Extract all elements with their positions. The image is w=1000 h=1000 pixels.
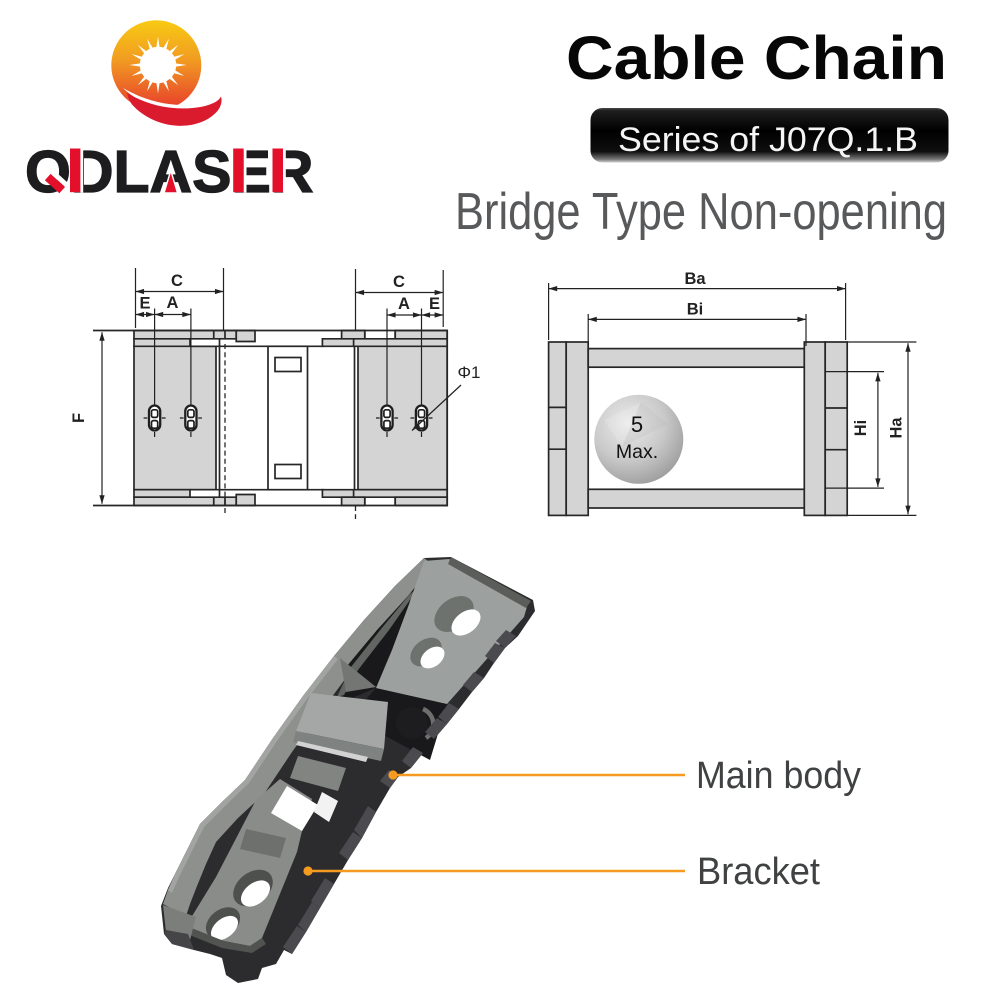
svg-text:C: C xyxy=(171,272,183,290)
svg-text:Ha: Ha xyxy=(888,417,906,439)
svg-text:E: E xyxy=(139,295,150,313)
svg-text:F: F xyxy=(70,413,88,423)
svg-text:Max.: Max. xyxy=(616,441,658,463)
svg-text:Hi: Hi xyxy=(852,420,870,437)
svg-text:A: A xyxy=(167,294,179,312)
svg-text:Bi: Bi xyxy=(687,301,704,319)
svg-text:Cable Chain: Cable Chain xyxy=(566,24,947,92)
svg-text:C: C xyxy=(393,273,405,291)
svg-text:Bracket: Bracket xyxy=(697,851,820,893)
svg-text:Series of J07Q.1.B: Series of J07Q.1.B xyxy=(618,121,918,159)
svg-text:Φ1: Φ1 xyxy=(457,363,480,382)
svg-text:5: 5 xyxy=(631,412,643,437)
svg-text:Main body: Main body xyxy=(696,755,861,797)
svg-text:A: A xyxy=(398,295,410,313)
svg-text:E: E xyxy=(429,295,440,313)
svg-text:Ba: Ba xyxy=(684,270,706,288)
svg-text:Bridge Type Non-opening: Bridge Type Non-opening xyxy=(455,183,947,241)
svg-text:ODLASER: ODLASER xyxy=(25,139,313,205)
